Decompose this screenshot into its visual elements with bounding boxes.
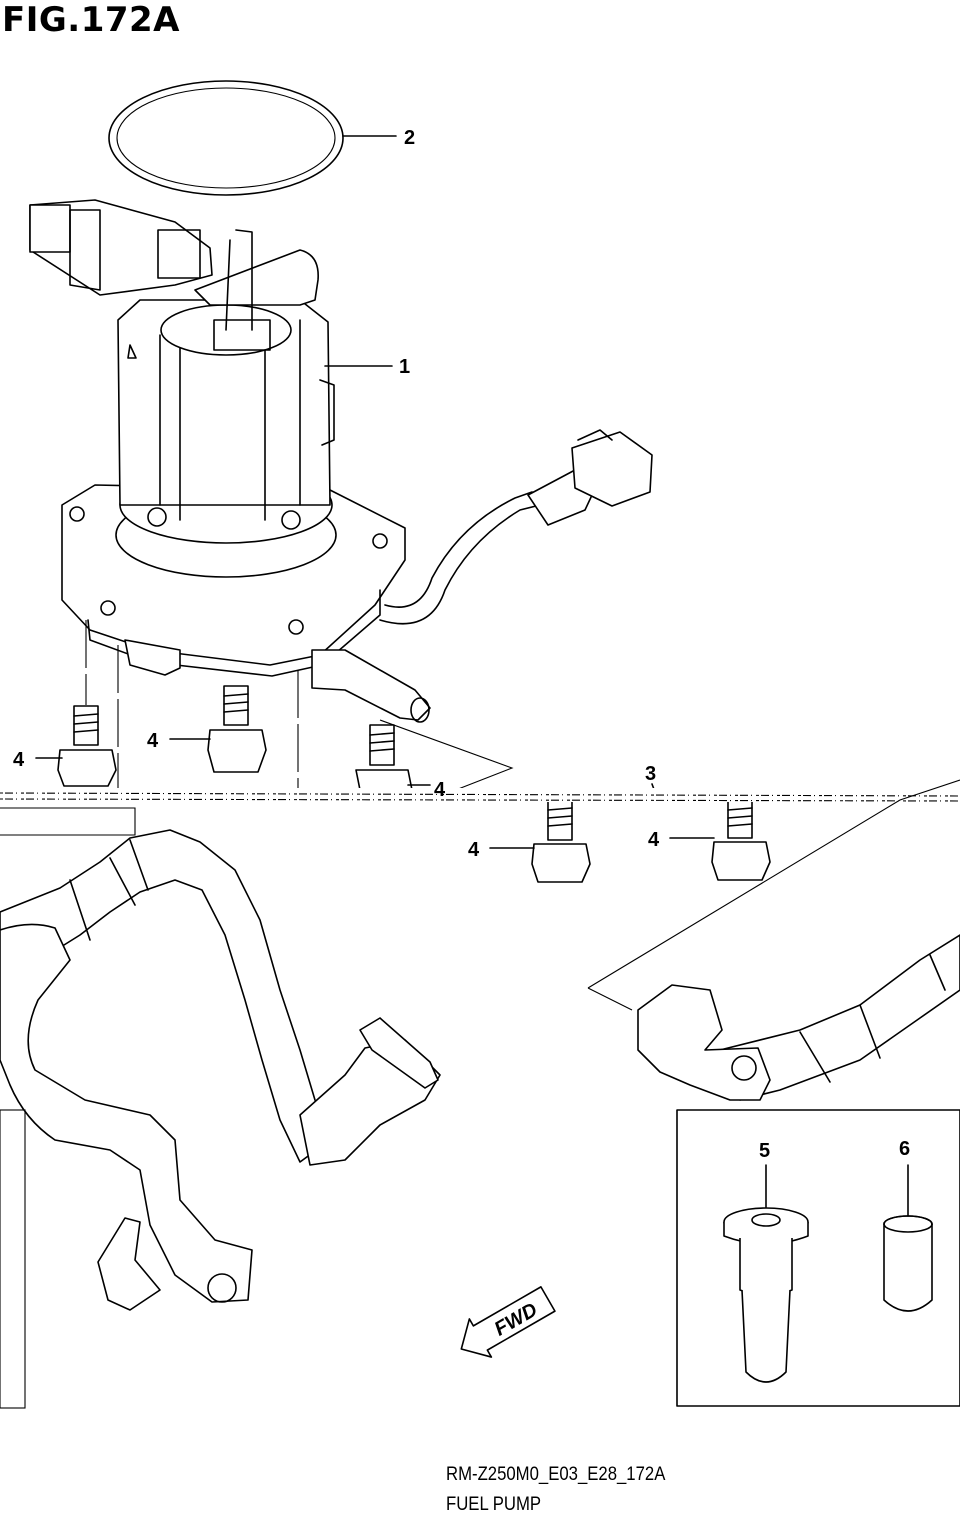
cap-part[interactable] bbox=[883, 1215, 933, 1312]
fuel-hose-part[interactable] bbox=[0, 807, 441, 1311]
callout-3: 3 bbox=[645, 763, 656, 785]
callout-4: 4 bbox=[434, 779, 446, 801]
callout-4: 4 bbox=[13, 749, 25, 771]
alignment-lines bbox=[85, 620, 299, 790]
forward-arrow-icon: FWD bbox=[460, 1286, 556, 1358]
figure-title: FIG.172A bbox=[2, 0, 180, 40]
bolt-part[interactable] bbox=[531, 799, 591, 883]
inset-frame-right bbox=[676, 1109, 960, 1407]
fuel-pump-assembly-part[interactable] bbox=[29, 199, 653, 723]
diagram-caption: FUEL PUMP bbox=[446, 1494, 542, 1515]
inset-frame-left bbox=[0, 1109, 26, 1409]
bolt-part[interactable] bbox=[57, 705, 117, 787]
callout-4: 4 bbox=[648, 829, 660, 851]
damper-part[interactable] bbox=[723, 1207, 809, 1383]
callout-4: 4 bbox=[147, 730, 159, 752]
diagram-code: RM-Z250M0_E03_E28_172A bbox=[446, 1464, 666, 1485]
bolt-part[interactable] bbox=[711, 799, 771, 881]
callout-4: 4 bbox=[468, 839, 480, 861]
page-break-band bbox=[0, 788, 960, 802]
callout-2: 2 bbox=[404, 127, 415, 149]
callout-5: 5 bbox=[759, 1140, 770, 1162]
callout-1: 1 bbox=[399, 356, 410, 378]
page-break-line bbox=[0, 792, 960, 802]
bolt-part[interactable] bbox=[207, 685, 267, 773]
callout-6: 6 bbox=[899, 1138, 910, 1160]
fuel-hose-right-part[interactable] bbox=[587, 779, 960, 1101]
o-ring-part[interactable] bbox=[108, 80, 344, 196]
bolt-part[interactable] bbox=[355, 724, 413, 791]
leader-lines-4 bbox=[35, 738, 715, 849]
